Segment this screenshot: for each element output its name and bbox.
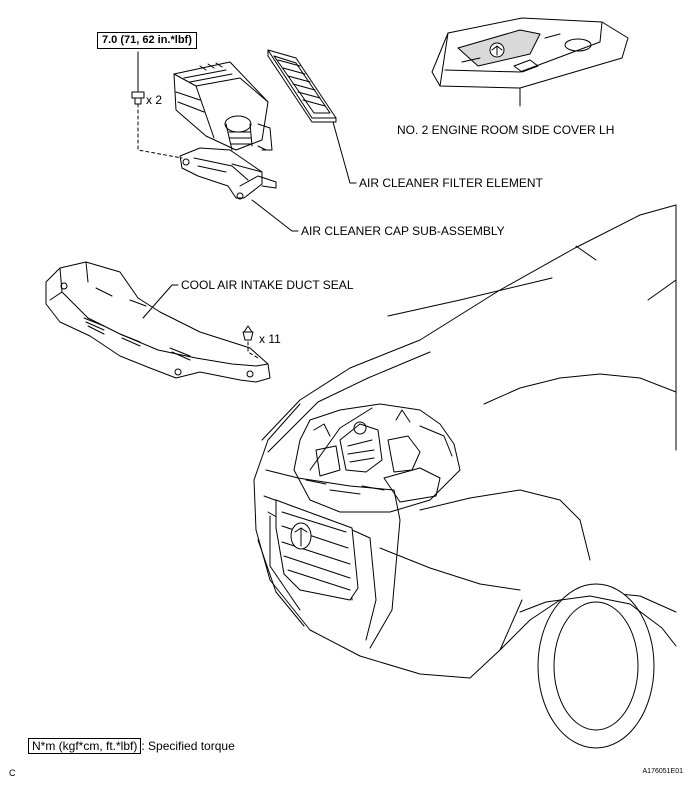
engine-cover-label: NO. 2 ENGINE ROOM SIDE COVER LH (397, 123, 615, 137)
duct-seal-illustration (45, 261, 271, 383)
legend-unit-box: N*m (kgf*cm, ft.*lbf) (28, 738, 142, 754)
cap-leader (251, 199, 299, 232)
vehicle-illustration (253, 204, 677, 749)
filter-element-label: AIR CLEANER FILTER ELEMENT (359, 176, 543, 190)
engine-cover-illustration (431, 17, 629, 89)
clip-illustration (242, 325, 259, 359)
filter-element-leader (332, 121, 357, 184)
legend-text: : Specified torque (141, 739, 235, 753)
bolt-illustration (131, 51, 183, 159)
torque-spec-box: 7.0 (71, 62 in.*lbf) (97, 32, 197, 49)
cap-sub-assembly-illustration (173, 61, 277, 200)
filter-element-illustration (267, 49, 337, 123)
clip-quantity-label: x 11 (259, 332, 281, 346)
figure-code: A176051E01 (642, 768, 683, 775)
bolt-quantity-label: x 2 (146, 93, 163, 107)
duct-seal-leader (142, 284, 179, 319)
cap-sub-assembly-label: AIR CLEANER CAP SUB-ASSEMBLY (301, 224, 505, 238)
torque-legend: N*m (kgf*cm, ft.*lbf): Specified torque (28, 738, 235, 754)
duct-seal-label: COOL AIR INTAKE DUCT SEAL (181, 278, 354, 292)
corner-letter: C (9, 768, 16, 778)
